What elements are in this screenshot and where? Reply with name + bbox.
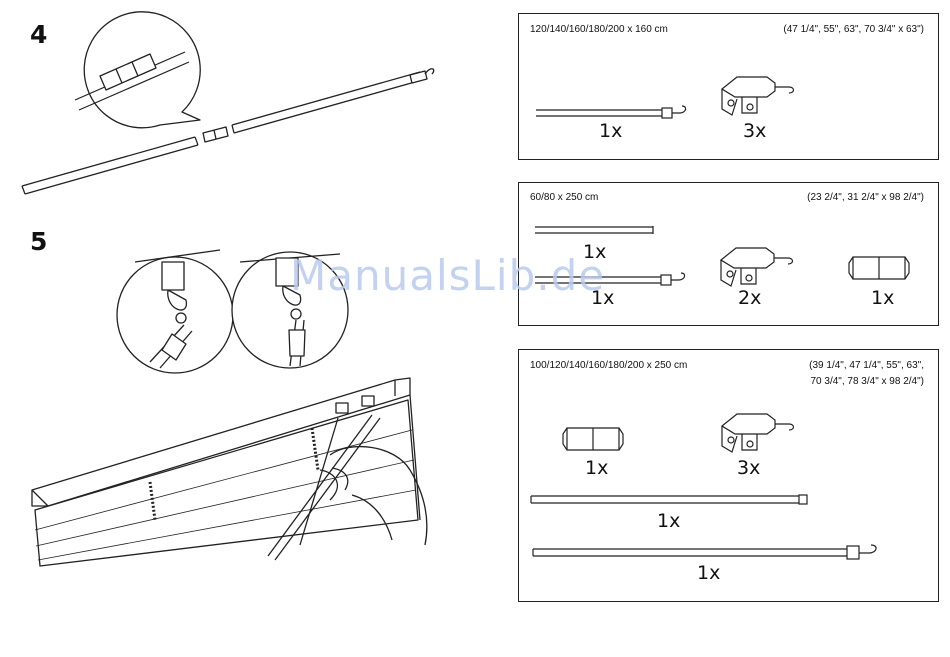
long-rod-icon [529, 493, 819, 507]
box1-size-in: (47 1/4", 55", 63", 70 3/4" x 63") [783, 24, 924, 35]
step5-blind [32, 378, 420, 566]
parts-box-1: 120/140/160/180/200 x 160 cm (47 1/4", 5… [518, 13, 939, 160]
step4-zoom-bubble [75, 12, 200, 128]
step4-rod-piece-right [232, 69, 434, 133]
watermark: ManualsLib.de [290, 251, 605, 300]
connector-icon [559, 424, 629, 454]
short-rod-icon [533, 224, 663, 238]
box3-connector-qty: 1x [585, 457, 608, 479]
box3-size-in-line2: 70 3/4", 78 3/4" x 98 2/4") [810, 376, 924, 387]
box2-bracket-qty: 2x [738, 287, 761, 309]
box3-bracket-qty: 3x [737, 457, 760, 479]
box3-long-rod-qty: 1x [657, 510, 680, 532]
box3-rod-hook-qty: 1x [697, 562, 720, 584]
step-illustrations [0, 0, 500, 657]
connector-icon [845, 253, 915, 283]
box3-size-cm: 100/120/140/160/180/200 x 250 cm [530, 360, 687, 371]
box3-size-in-line1: (39 1/4", 47 1/4", 55", 63", [809, 360, 924, 371]
box1-bracket-qty: 3x [743, 120, 766, 142]
box2-size-in: (23 2/4", 31 2/4" x 98 2/4") [807, 192, 924, 203]
step4-connector [203, 127, 228, 142]
box2-size-cm: 60/80 x 250 cm [530, 192, 598, 203]
parts-box-3: 100/120/140/160/180/200 x 250 cm (39 1/4… [518, 349, 939, 602]
box1-size-cm: 120/140/160/180/200 x 160 cm [530, 24, 668, 35]
step5-zoom-bubble-left [117, 250, 233, 373]
box2-connector-qty: 1x [871, 287, 894, 309]
box1-rod-hook-qty: 1x [599, 120, 622, 142]
step4-rod-piece-left [22, 137, 198, 194]
